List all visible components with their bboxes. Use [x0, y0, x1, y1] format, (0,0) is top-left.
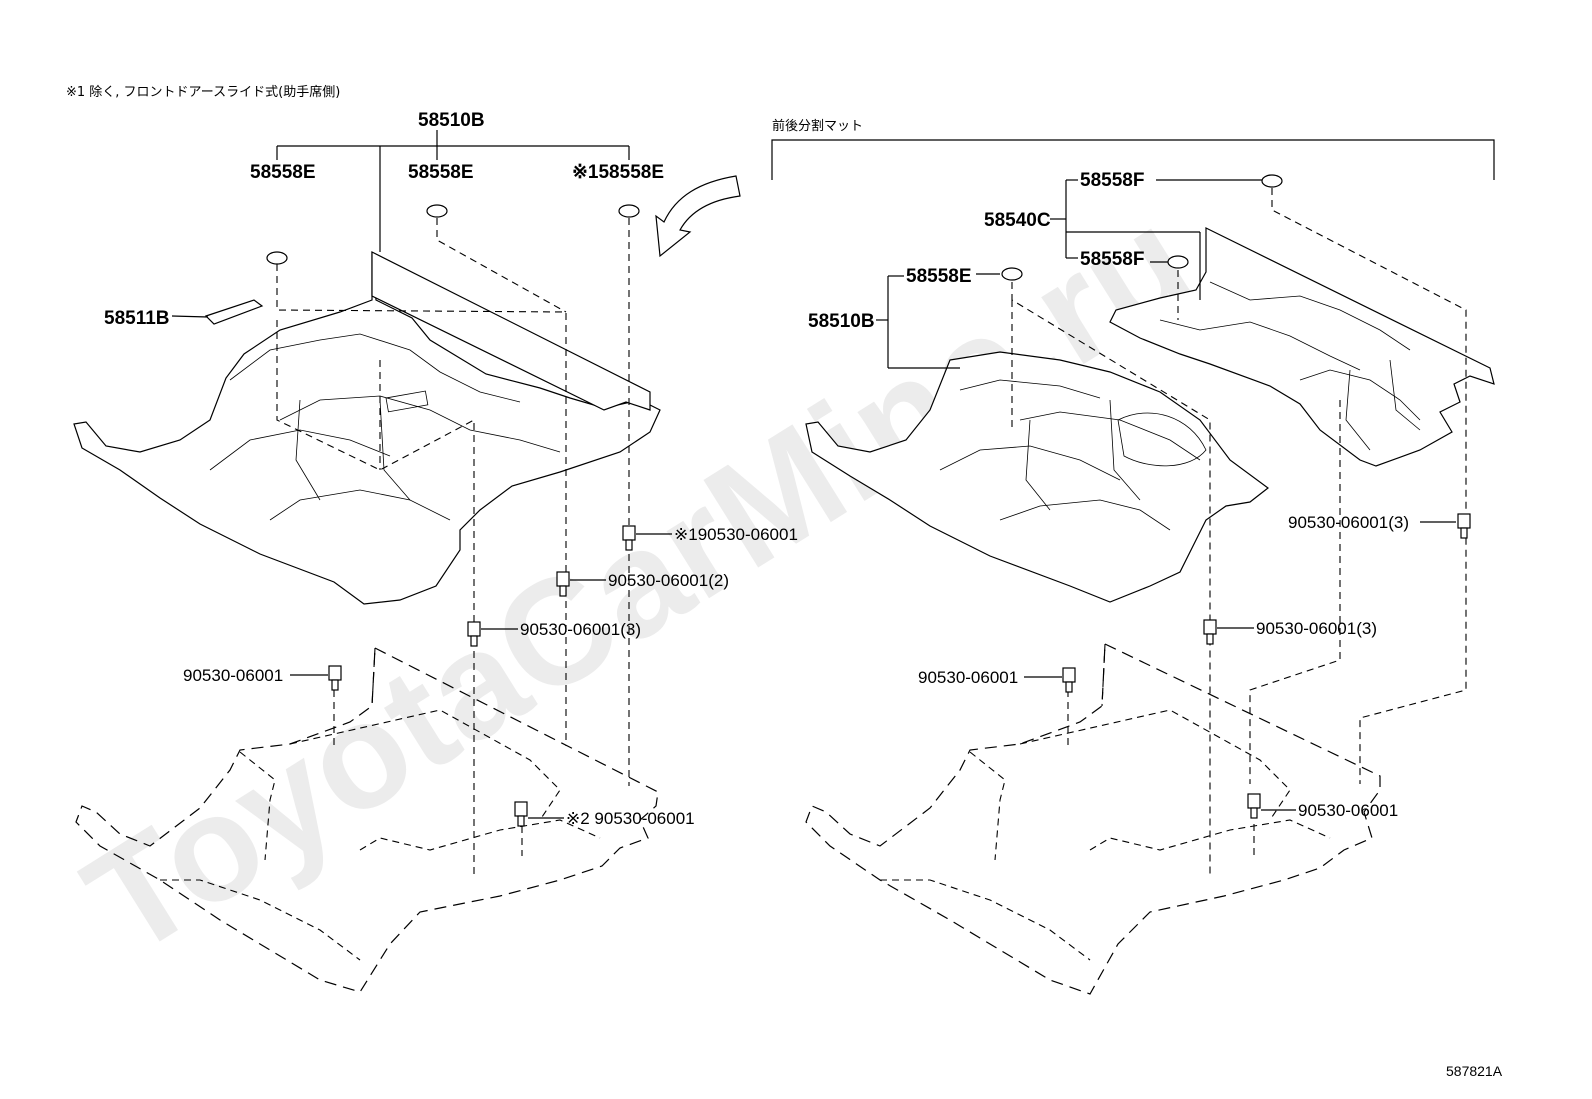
left-floor-pan [75, 647, 659, 993]
left-carpet-58510B [73, 251, 661, 605]
right-clips [1001, 174, 1283, 281]
left-clips [266, 204, 640, 265]
label-right-bolt-2: 90530-06001(3) [1256, 619, 1377, 638]
bolt-icon [556, 571, 570, 597]
right-floor-pan [805, 643, 1381, 995]
label-left-58558E-b: 58558E [408, 162, 474, 183]
left-carpet-leader: 58510B 58558E 58558E ※158558E [250, 110, 664, 252]
clip-58558E-a [266, 251, 288, 265]
label-right-58558E: 58558E [906, 266, 972, 287]
bolt-icon [622, 525, 636, 551]
bolt-icon [1457, 513, 1471, 539]
right-assembly: 前後分割マット [771, 118, 1495, 995]
left-bolts: ※190530-06001 90530-06001(2) 90530-06001… [183, 525, 798, 828]
left-assembly: 58511B 58510B 58558E 58558E ※158558E [73, 110, 798, 993]
bolt-icon [514, 801, 528, 827]
label-left-bolt-3: 90530-06001(3) [520, 620, 641, 639]
bolt-icon [1062, 667, 1076, 693]
label-right-58540C: 58540C [984, 210, 1051, 231]
left-guide-lines [276, 218, 630, 874]
right-section-title: 前後分割マット [772, 118, 863, 134]
label-right-bolt-4: 90530-06001 [1298, 801, 1398, 820]
label-right-58558F-b: 58558F [1080, 249, 1144, 270]
label-58511B: 58511B [104, 308, 170, 329]
clip-58558E-c [618, 204, 640, 218]
figure-id: 587821A [1446, 1063, 1503, 1079]
label-left-58558E-c: ※158558E [572, 162, 664, 183]
right-front-carpet-58510B [805, 351, 1269, 603]
label-right-bolt-1: 90530-06001(3) [1288, 513, 1409, 532]
direction-arrow-icon [655, 175, 741, 258]
clip-58558F-b [1167, 255, 1189, 269]
label-left-58558E-a: 58558E [250, 162, 316, 183]
right-bolts: 90530-06001(3) 90530-06001(3) 90530-0600… [918, 513, 1471, 820]
right-guide-lines [1011, 188, 1467, 874]
clip-58558E-b [426, 204, 448, 218]
label-right-58510B: 58510B [808, 311, 875, 332]
label-left-bolt-4: 90530-06001 [183, 666, 283, 685]
note-text: ※1 除く, フロントドアースライド式(助手席側) [66, 84, 340, 100]
right-rear-carpet-58540C [1109, 227, 1495, 467]
bolt-icon [467, 621, 481, 647]
right-leaders: 58558F 58540C 58558F 58558E 58510B [808, 170, 1262, 369]
label-left-bolt-1: ※190530-06001 [674, 525, 798, 544]
bolt-icon [1247, 793, 1261, 819]
label-right-58558F-a: 58558F [1080, 170, 1144, 191]
label-left-bolt-5: ※2 90530-06001 [566, 809, 695, 828]
clip-58558E-right [1001, 267, 1023, 281]
bolt-icon [1203, 619, 1217, 645]
label-right-bolt-3: 90530-06001 [918, 668, 1018, 687]
label-left-bolt-2: 90530-06001(2) [608, 571, 729, 590]
clip-58558F-a [1261, 174, 1283, 188]
label-left-58510B: 58510B [418, 110, 485, 131]
bolt-icon [328, 665, 342, 691]
label-plate-58511B: 58511B [104, 299, 264, 329]
